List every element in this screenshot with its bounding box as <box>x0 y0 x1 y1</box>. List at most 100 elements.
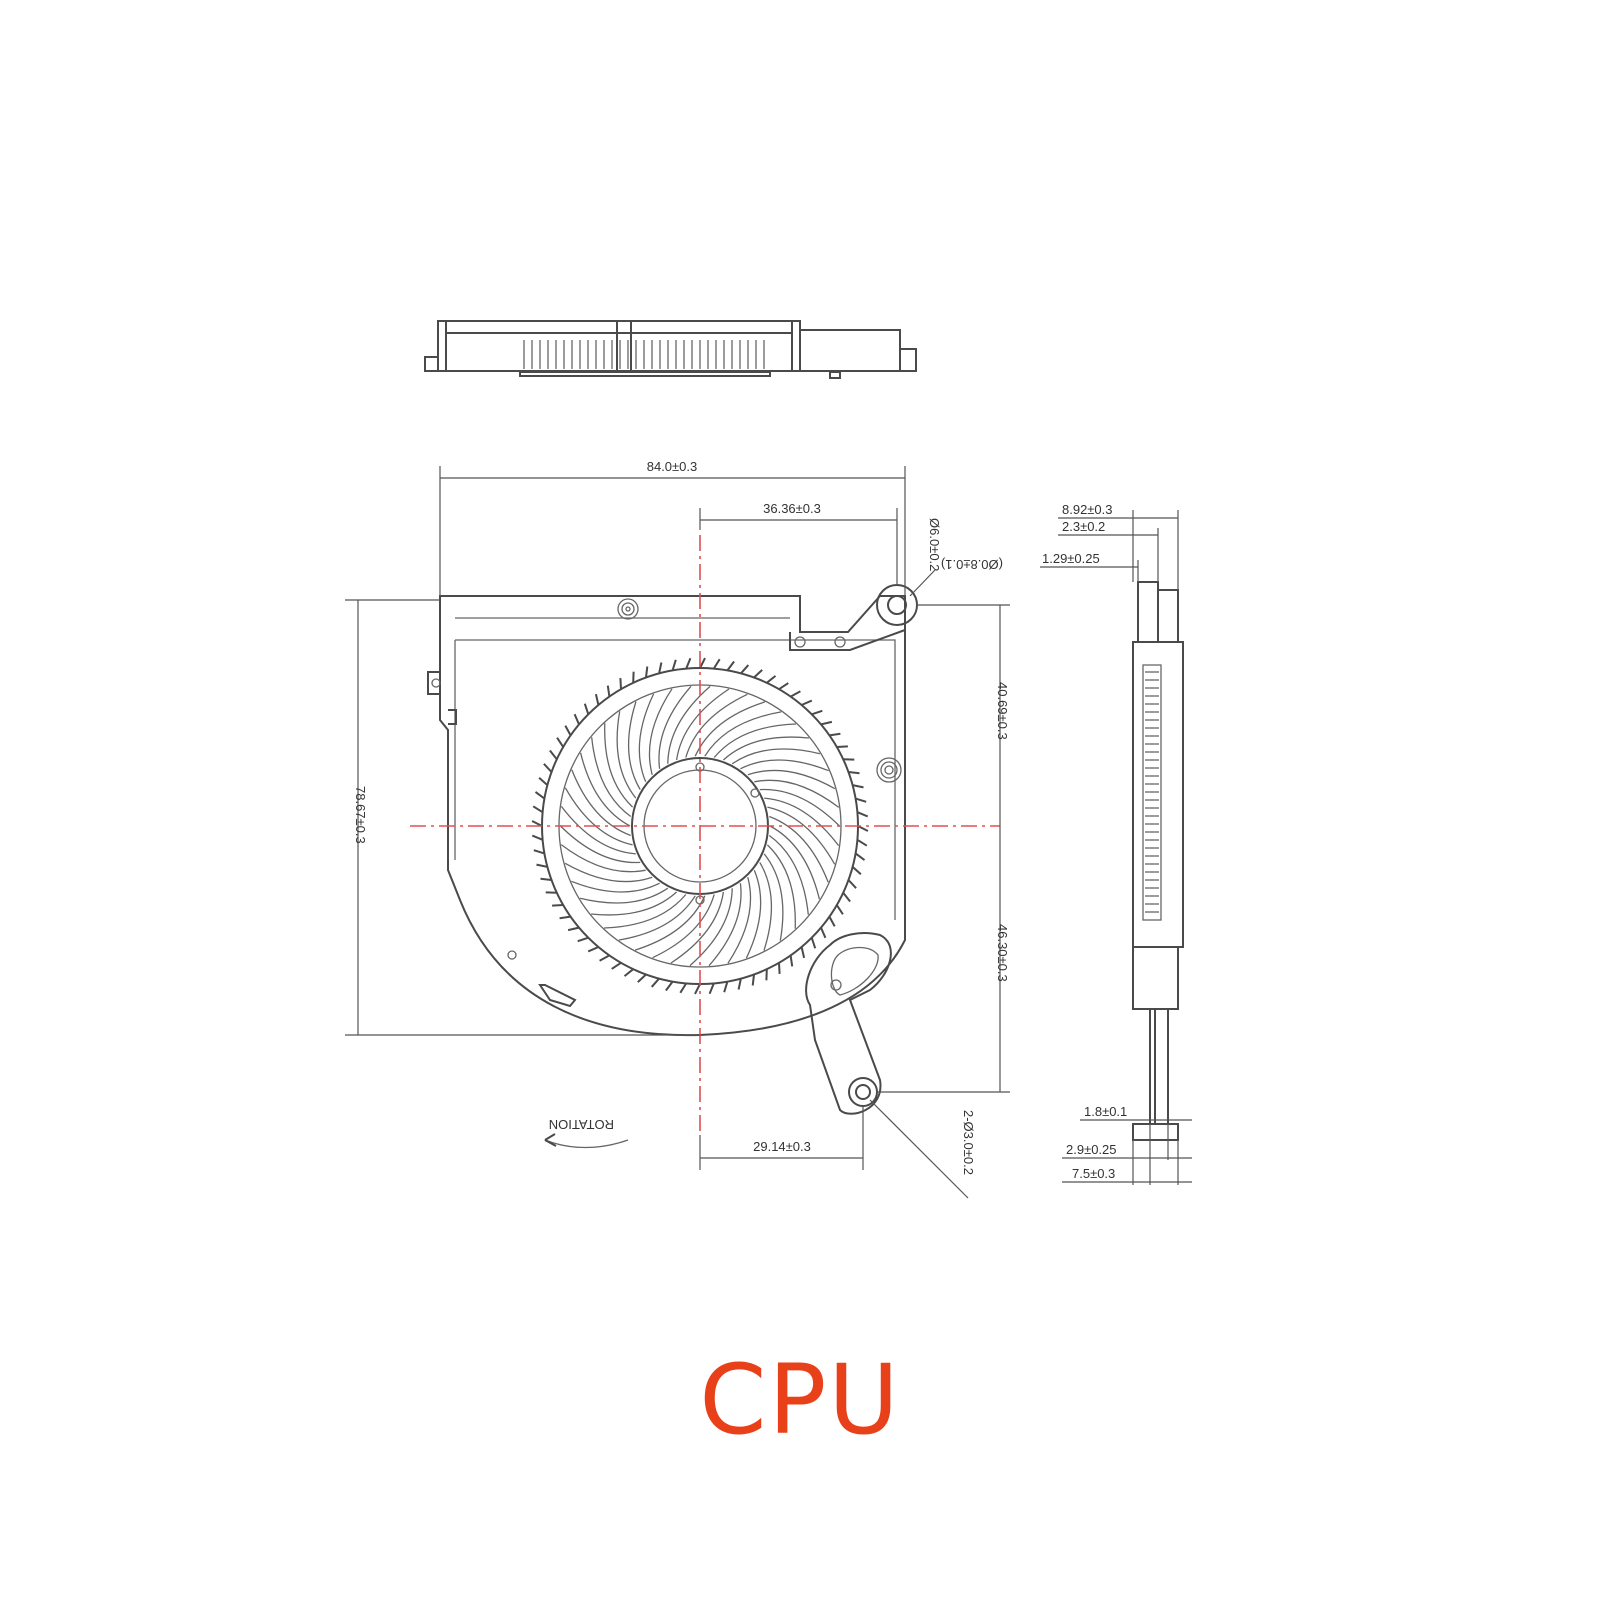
impeller-tooth <box>540 877 552 881</box>
dim-center-to-bottom: 46.30±0.3 <box>995 924 1010 982</box>
impeller-blade <box>652 894 715 959</box>
impeller-tooth <box>594 693 600 706</box>
impeller-tooth <box>766 675 777 684</box>
impeller-tooth <box>577 936 589 943</box>
impeller-tooth <box>820 927 827 939</box>
impeller-tooth <box>606 685 611 697</box>
impeller-blade <box>740 759 829 772</box>
impeller-tooth <box>712 658 721 670</box>
impeller-blade <box>768 834 809 915</box>
impeller-tooth <box>671 659 677 671</box>
impeller-tooth <box>778 682 789 691</box>
impeller-tooth <box>753 669 763 679</box>
impeller-tooth <box>531 834 543 841</box>
impeller-tooth <box>587 946 599 953</box>
impeller-blade <box>670 891 725 964</box>
impeller-blade <box>616 711 637 799</box>
impeller-tooth <box>645 666 649 678</box>
impeller-tooth <box>801 699 813 706</box>
impeller-blade <box>604 894 687 929</box>
impeller-blade <box>618 895 696 941</box>
impeller-tooth <box>694 983 701 995</box>
impeller-tooth <box>665 980 674 992</box>
impeller-tooth <box>800 946 806 959</box>
impeller-tooth <box>829 732 841 737</box>
impeller-blade <box>564 862 653 883</box>
top-view <box>424 320 917 379</box>
dim-side-depth: 7.5±0.3 <box>1072 1166 1115 1181</box>
impeller-tooth <box>708 983 715 995</box>
impeller-tooth <box>543 763 553 773</box>
impeller-tooth <box>789 955 794 967</box>
impeller-blade <box>628 701 641 790</box>
impeller-blade <box>759 788 841 827</box>
impeller-tooth <box>723 981 729 993</box>
impeller-blade <box>579 887 669 904</box>
impeller-blade <box>713 723 796 758</box>
impeller-tooth <box>740 664 750 675</box>
impeller-tooth <box>847 879 857 889</box>
impeller-blade <box>604 723 634 808</box>
impeller-tooth <box>851 866 862 876</box>
impeller-blade <box>727 877 752 964</box>
impeller-blade <box>675 688 730 761</box>
dim-width-overall: 84.0±0.3 <box>647 459 698 474</box>
impeller-blade <box>722 736 809 761</box>
impeller-tooth <box>811 709 823 716</box>
impeller-tooth <box>751 974 755 986</box>
impeller-blade <box>764 797 840 846</box>
impeller-tooth <box>567 926 580 932</box>
impeller-blade <box>579 752 631 827</box>
dim-side-plate: 1.29±0.25 <box>1042 551 1100 566</box>
impeller-tooth <box>532 805 544 814</box>
impeller-blade <box>704 711 782 757</box>
impeller-tooth <box>549 749 558 760</box>
impeller-tooth <box>658 662 663 674</box>
impeller-tooth <box>538 776 549 786</box>
impeller-tooth <box>810 937 817 949</box>
dim-tab-hole: Ø6.0±0.2 <box>927 518 942 571</box>
impeller-tooth <box>856 838 868 847</box>
dim-mount-holes: 2-Ø3.0±0.2 <box>961 1110 976 1175</box>
impeller-tooth <box>835 904 844 915</box>
impeller-tooth <box>573 713 580 725</box>
impeller-tooth <box>737 978 742 990</box>
impeller-tooth <box>836 745 848 748</box>
impeller-tooth <box>611 961 622 970</box>
impeller-tooth <box>778 962 781 974</box>
impeller-tooth <box>828 916 836 927</box>
impeller-blade <box>571 880 660 893</box>
impeller-tooth <box>533 849 545 855</box>
impeller-blade <box>638 693 655 783</box>
caption-cpu: CPU <box>699 1344 901 1456</box>
impeller-tooth <box>531 820 543 827</box>
impeller-blade <box>769 815 829 883</box>
impeller-tooth <box>726 660 735 672</box>
impeller-tooth <box>556 737 565 748</box>
dim-side-thickness: 8.92±0.3 <box>1062 502 1113 517</box>
impeller-blade <box>708 883 742 967</box>
centerlines <box>410 535 1000 1135</box>
impeller-blade <box>689 888 733 967</box>
impeller-tooth <box>583 703 590 715</box>
impeller-tooth <box>559 915 571 920</box>
side-view <box>1132 581 1184 1141</box>
impeller-tooth <box>842 892 851 903</box>
impeller-blade <box>694 701 766 757</box>
dimension-lines <box>345 466 1010 1199</box>
impeller-blade <box>685 693 748 758</box>
impeller-blade <box>634 895 706 951</box>
impeller-tooth <box>848 771 860 775</box>
dim-side-step: 2.3±0.2 <box>1062 519 1105 534</box>
impeller-blade <box>767 806 836 865</box>
side-dimension-lines <box>1040 510 1192 1185</box>
impeller-tooth <box>857 811 869 818</box>
impeller-blade <box>754 779 840 808</box>
impeller-blade <box>745 869 762 959</box>
impeller-tooth <box>650 977 660 988</box>
impeller-tooth <box>536 863 548 868</box>
impeller-blade <box>766 844 796 929</box>
impeller-tooth <box>857 825 869 832</box>
impeller-blade <box>559 825 641 864</box>
